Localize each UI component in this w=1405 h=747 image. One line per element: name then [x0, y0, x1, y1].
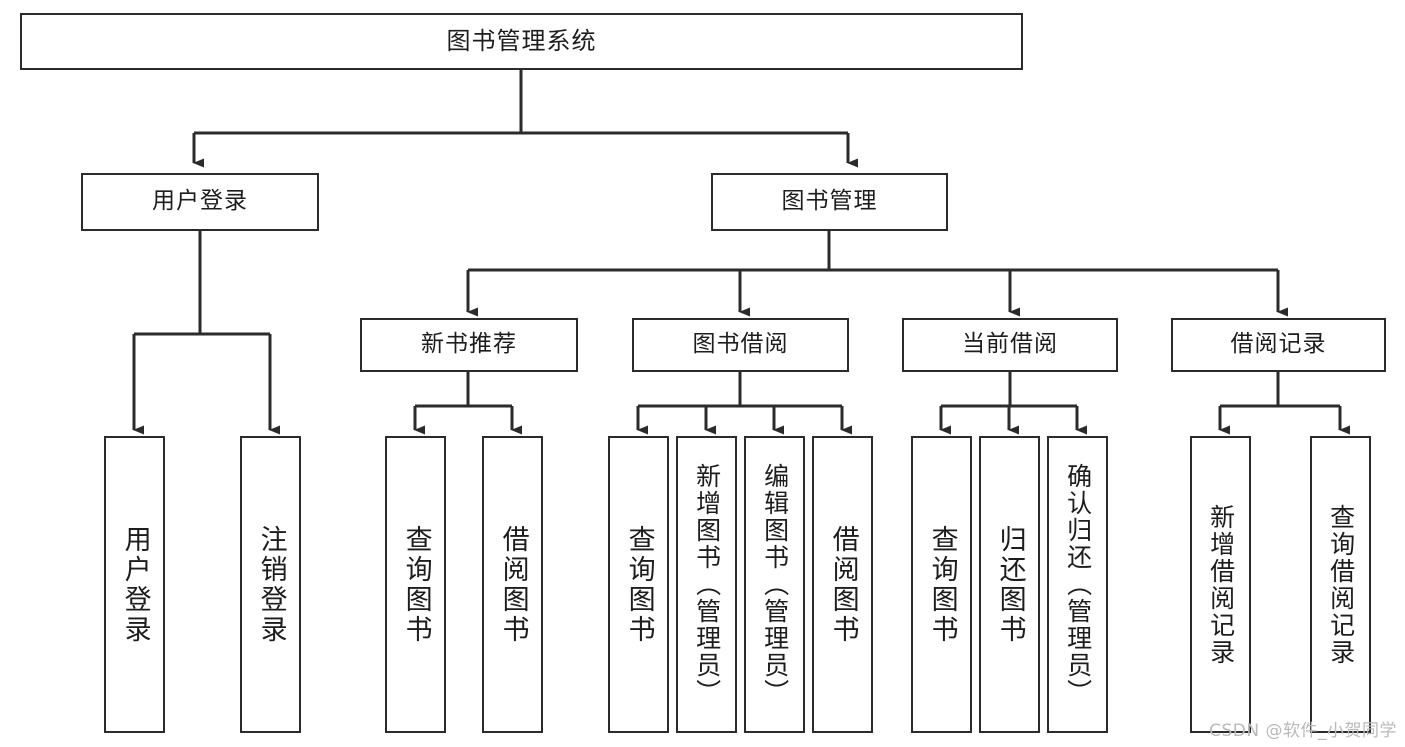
node-label: 新书推荐 — [421, 331, 517, 358]
node-label: 查询图书 — [400, 524, 432, 645]
leaf-return-book[interactable]: 归还图书 — [979, 436, 1040, 733]
node-label: 图书管理系统 — [446, 27, 597, 56]
node-label: 查询图书 — [623, 524, 655, 645]
leaf-borrow-book[interactable]: 借阅图书 — [812, 436, 873, 733]
leaf-add-book-admin[interactable]: 新增图书（管理员） — [676, 436, 737, 733]
node-label: 借阅图书 — [497, 524, 529, 645]
watermark-text: CSDN @软件_小贺同学 — [1209, 721, 1397, 741]
node-book-borrow[interactable]: 图书借阅 — [632, 318, 849, 372]
node-label: 新增图书（管理员） — [692, 463, 722, 706]
node-label: 用户登录 — [152, 188, 248, 215]
node-borrow-records[interactable]: 借阅记录 — [1171, 318, 1386, 372]
leaf-user-logout[interactable]: 注销登录 — [240, 436, 301, 733]
leaf-borrow-query-book[interactable]: 查询图书 — [608, 436, 669, 733]
node-label: 确认归还（管理员） — [1063, 463, 1093, 706]
leaf-current-query-book[interactable]: 查询图书 — [911, 436, 972, 733]
node-label: 图书管理 — [781, 188, 878, 215]
node-label: 注销登录 — [255, 524, 287, 645]
node-label: 当前借阅 — [962, 331, 1058, 358]
leaf-query-borrow-record[interactable]: 查询借阅记录 — [1310, 436, 1371, 733]
node-current-borrow[interactable]: 当前借阅 — [902, 318, 1118, 372]
node-label: 编辑图书（管理员） — [760, 463, 790, 706]
leaf-new-book-borrow[interactable]: 借阅图书 — [482, 436, 543, 733]
leaf-edit-book-admin[interactable]: 编辑图书（管理员） — [744, 436, 805, 733]
node-label: 查询借阅记录 — [1326, 503, 1356, 666]
leaf-user-login[interactable]: 用户登录 — [104, 436, 165, 733]
node-new-book-recommend[interactable]: 新书推荐 — [360, 318, 578, 372]
leaf-new-book-query[interactable]: 查询图书 — [385, 436, 446, 733]
node-label: 图书借阅 — [692, 331, 789, 358]
node-book-management[interactable]: 图书管理 — [711, 173, 948, 231]
node-label: 查询图书 — [926, 524, 958, 645]
node-label: 借阅记录 — [1230, 331, 1327, 358]
node-user-login[interactable]: 用户登录 — [81, 173, 319, 231]
node-label: 归还图书 — [994, 524, 1026, 645]
leaf-confirm-return-admin[interactable]: 确认归还（管理员） — [1047, 436, 1108, 733]
node-label: 用户登录 — [119, 524, 151, 645]
node-label: 借阅图书 — [827, 524, 859, 645]
leaf-add-borrow-record[interactable]: 新增借阅记录 — [1190, 436, 1251, 733]
node-label: 新增借阅记录 — [1206, 503, 1236, 666]
node-root-book-management-system[interactable]: 图书管理系统 — [20, 13, 1023, 70]
